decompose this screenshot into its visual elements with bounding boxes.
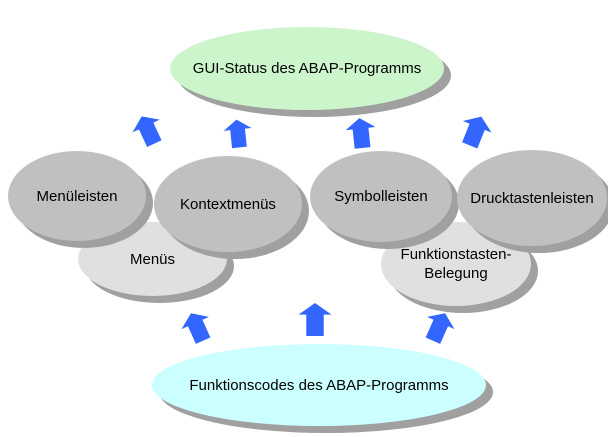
node-gui-status-label: GUI-Status des ABAP-Programms xyxy=(192,60,422,77)
node-gui-status: GUI-Status des ABAP-Programms xyxy=(170,27,444,110)
up-arrow-icon xyxy=(462,116,492,149)
node-kontextmenues-label: Kontextmenüs xyxy=(180,195,276,213)
up-arrow-shape xyxy=(345,118,376,149)
node-kontextmenues: Kontextmenüs xyxy=(154,156,302,252)
label-line-2: Belegung xyxy=(424,265,488,282)
node-drucktastenleisten-label: Drucktastenleisten xyxy=(470,189,594,207)
up-arrow-shape xyxy=(462,116,492,149)
up-arrow-icon xyxy=(425,313,455,344)
node-menues-label: Menüs xyxy=(129,250,176,268)
node-funktionscodes: Funktionscodes des ABAP-Programms xyxy=(152,344,486,426)
up-arrow-icon xyxy=(298,303,332,336)
node-symbolleisten: Symbolleisten xyxy=(310,151,452,242)
node-funktionstasten-belegung-label: Funktionstasten- Belegung xyxy=(401,245,512,283)
up-arrow-shape xyxy=(181,313,211,344)
label-line-1: Funktionstasten- xyxy=(400,246,512,263)
node-funktionscodes-label: Funktionscodes des ABAP-Programms xyxy=(189,376,449,394)
up-arrow-icon xyxy=(345,118,376,149)
node-drucktastenleisten: Drucktastenleisten xyxy=(457,150,607,246)
up-arrow-icon xyxy=(132,116,162,147)
up-arrow-icon xyxy=(223,119,252,149)
node-menueleisten: Menüleisten xyxy=(8,151,146,241)
up-arrow-icon xyxy=(181,313,211,344)
node-menueleisten-label: Menüleisten xyxy=(36,187,118,205)
up-arrow-shape xyxy=(132,116,162,147)
up-arrow-shape xyxy=(298,303,332,336)
up-arrow-shape xyxy=(425,313,455,344)
up-arrow-shape xyxy=(223,119,252,149)
node-symbolleisten-label: Symbolleisten xyxy=(334,188,428,205)
